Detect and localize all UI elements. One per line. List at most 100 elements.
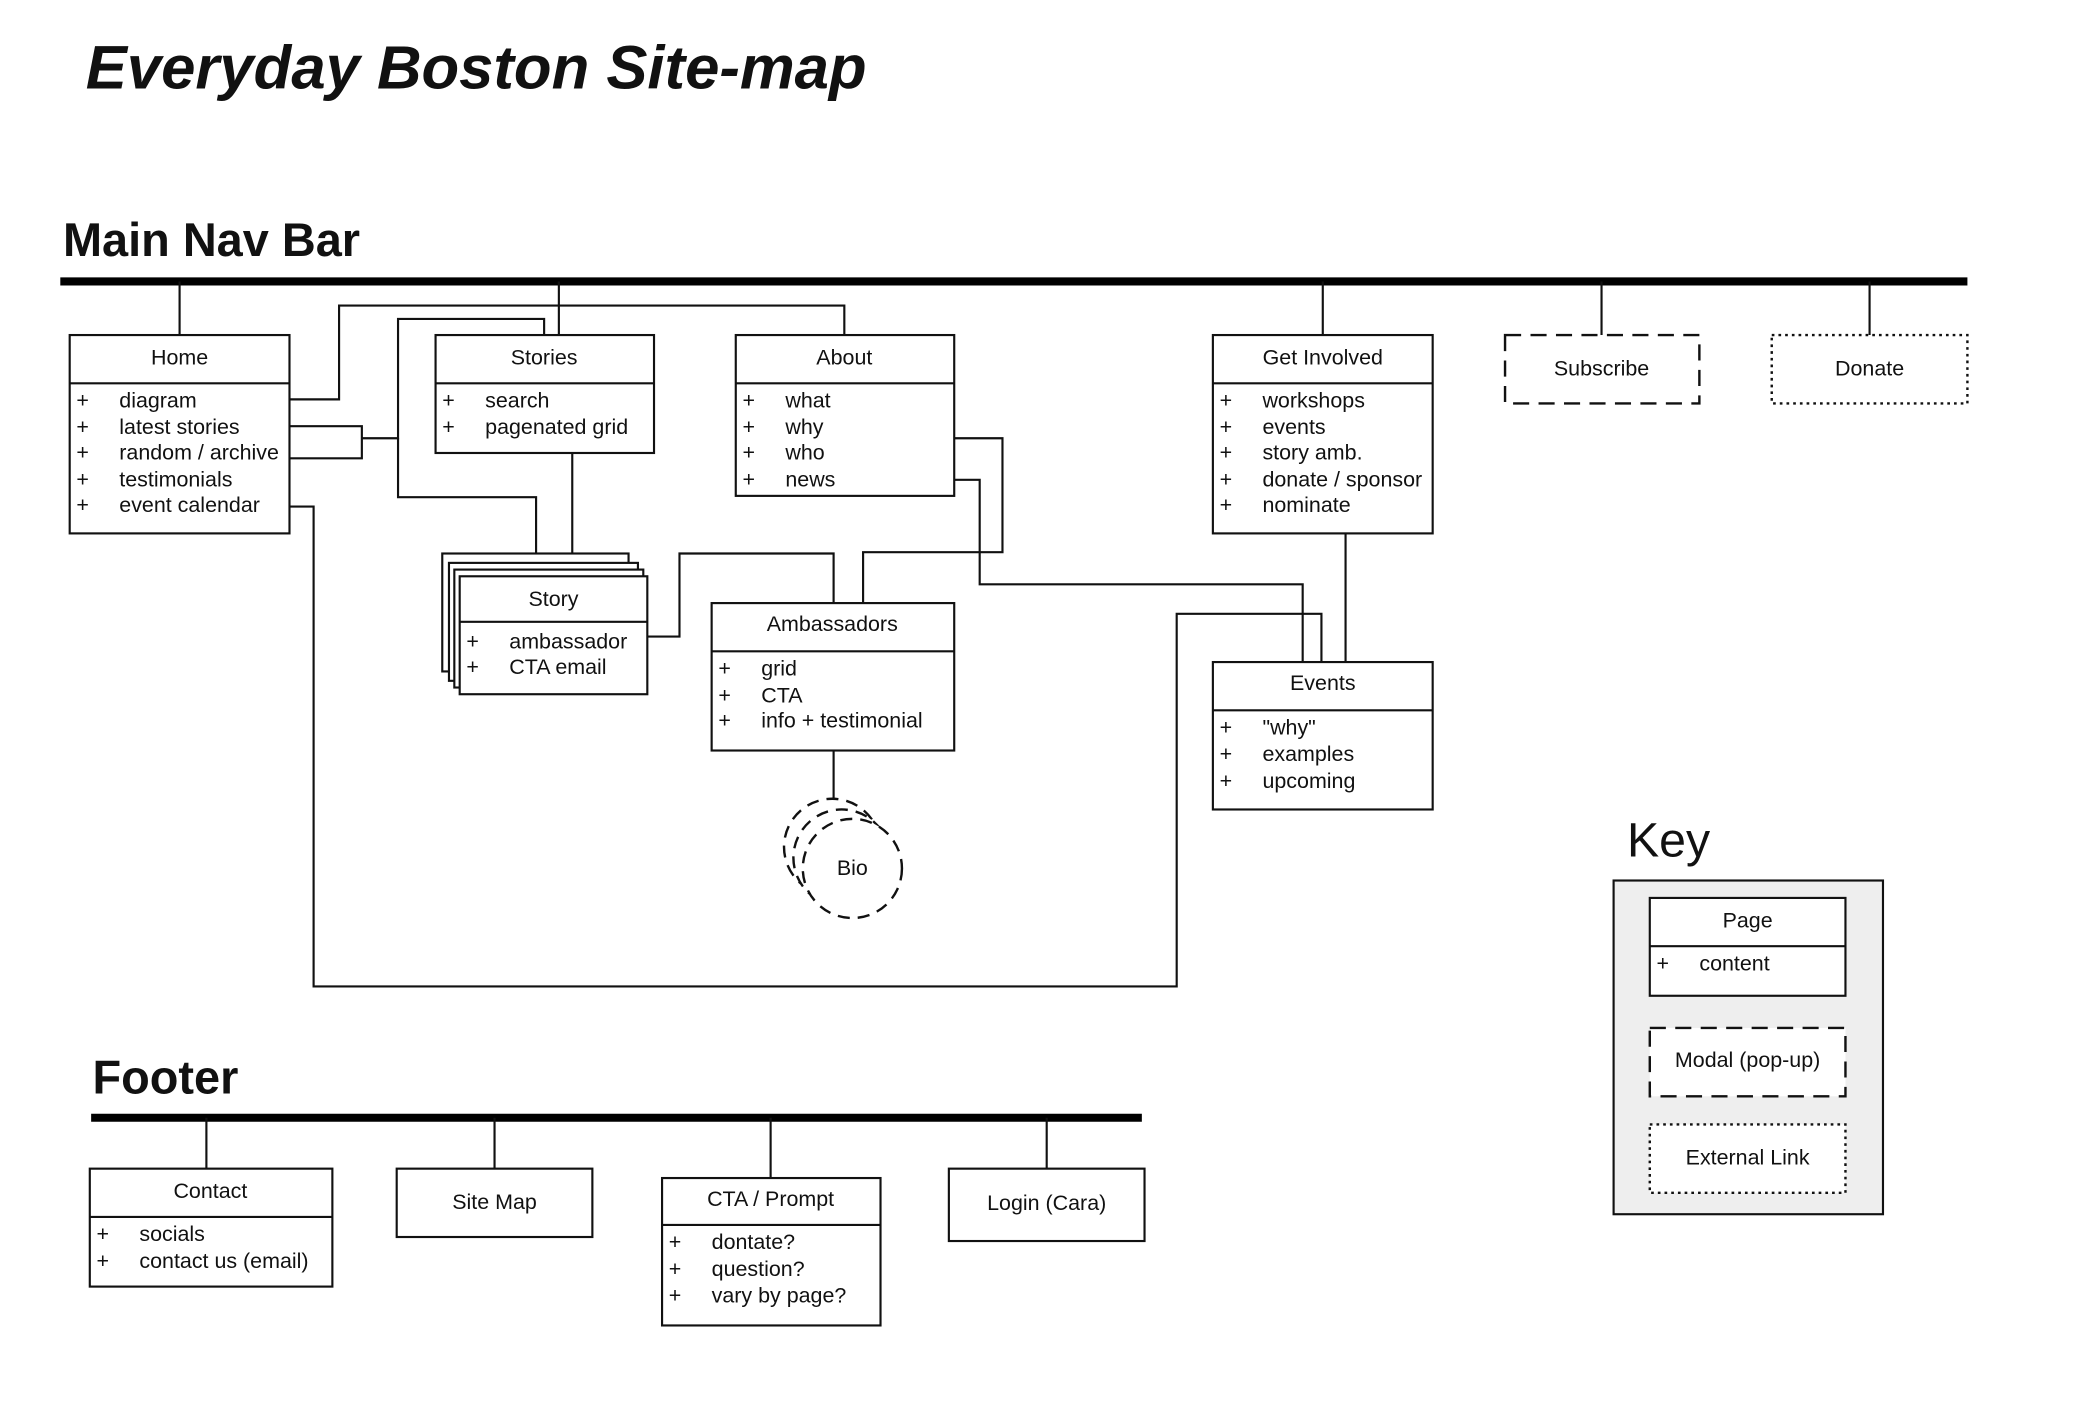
contact-title: Contact [173, 1179, 247, 1203]
bullet-icon: + [466, 655, 479, 679]
main-nav-label: Main Nav Bar [63, 214, 360, 266]
ambassadors-title: Ambassadors [767, 612, 898, 636]
donate-title: Donate [1835, 356, 1904, 380]
ambassadors-item: CTA [761, 683, 803, 707]
key-modal-title: Modal (pop-up) [1675, 1048, 1820, 1072]
get-involved-title: Get Involved [1263, 346, 1383, 370]
cta-prompt-item: vary by page? [712, 1284, 847, 1308]
bullet-icon: + [76, 493, 89, 517]
bullet-icon: + [742, 415, 755, 439]
bullet-icon: + [466, 630, 479, 654]
cta-prompt-item: dontate? [712, 1230, 796, 1254]
site-map-page-node: Site Map [395, 1167, 594, 1239]
bullet-icon: + [1220, 493, 1233, 517]
connector-lines [178, 281, 1871, 1179]
login-title: Login (Cara) [987, 1191, 1106, 1215]
story-title: Story [528, 587, 578, 611]
key-page-sample: Page + content [1648, 896, 1847, 997]
key-modal-sample: Modal (pop-up) [1648, 1026, 1847, 1098]
home-title: Home [151, 346, 208, 370]
get-involved-page-node: Get Involved + workshops + events + stor… [1211, 333, 1434, 535]
get-involved-item: story amb. [1262, 441, 1362, 465]
home-item: diagram [119, 388, 196, 412]
about-title: About [816, 346, 872, 370]
events-title: Events [1290, 671, 1356, 695]
about-item: why [784, 415, 823, 439]
events-item: "why" [1262, 715, 1315, 739]
key-external-title: External Link [1686, 1146, 1810, 1170]
bullet-icon: + [742, 388, 755, 412]
home-item: random / archive [119, 441, 279, 465]
cta-prompt-item: question? [712, 1257, 805, 1281]
ambassadors-item: info + testimonial [761, 709, 922, 733]
home-item: testimonials [119, 467, 232, 491]
events-item: upcoming [1262, 769, 1355, 793]
about-item: news [785, 467, 835, 491]
bullet-icon: + [442, 388, 455, 412]
contact-item: socials [139, 1222, 205, 1246]
story-item: CTA email [509, 655, 606, 679]
get-involved-item: nominate [1262, 493, 1350, 517]
ambassadors-item: grid [761, 656, 797, 680]
login-page-node: Login (Cara) [947, 1167, 1146, 1243]
ambassadors-page-node: Ambassadors + grid + CTA + info + testim… [710, 602, 956, 752]
bullet-icon: + [442, 415, 455, 439]
bullet-icon: + [76, 388, 89, 412]
bullet-icon: + [96, 1249, 109, 1273]
about-page-node: About + what + why + who + news [734, 333, 956, 497]
story-page-node: Story + ambassador + CTA email [441, 552, 649, 696]
key-legend: Key Page + content Modal (pop-up) Extern… [1612, 813, 1885, 1216]
subscribe-title: Subscribe [1554, 356, 1649, 380]
bullet-icon: + [669, 1284, 682, 1308]
about-item: who [784, 441, 824, 465]
footer-label: Footer [92, 1052, 238, 1104]
cta-prompt-title: CTA / Prompt [707, 1187, 834, 1211]
contact-page-node: Contact + socials + contact us (email) [88, 1167, 334, 1288]
bullet-icon: + [742, 441, 755, 465]
bullet-icon: + [76, 441, 89, 465]
bullet-icon: + [1220, 769, 1233, 793]
donate-external-node: Donate [1770, 333, 1969, 405]
get-involved-item: donate / sponsor [1262, 467, 1422, 491]
bio-title: Bio [837, 856, 868, 880]
bullet-icon: + [76, 467, 89, 491]
bullet-icon: + [1220, 388, 1233, 412]
home-item: event calendar [119, 493, 260, 517]
bullet-icon: + [718, 683, 731, 707]
key-page-item: content [1699, 951, 1769, 975]
get-involved-item: events [1262, 415, 1325, 439]
subscribe-modal-node: Subscribe [1503, 333, 1701, 405]
page-title: Everyday Boston Site-map [86, 33, 867, 102]
stories-item: pagenated grid [485, 415, 628, 439]
cta-prompt-page-node: CTA / Prompt + dontate? + question? + va… [660, 1176, 882, 1327]
events-item: examples [1262, 742, 1354, 766]
get-involved-item: workshops [1261, 388, 1364, 412]
events-page-node: Events + "why" + examples + upcoming [1211, 660, 1434, 811]
key-page-title: Page [1723, 908, 1773, 932]
stories-title: Stories [511, 346, 578, 370]
key-label: Key [1627, 813, 1711, 867]
about-item: what [784, 388, 830, 412]
key-external-sample: External Link [1648, 1123, 1847, 1194]
contact-item: contact us (email) [139, 1249, 308, 1273]
bullet-icon: + [742, 467, 755, 491]
stories-item: search [485, 388, 549, 412]
site-map-title: Site Map [452, 1190, 537, 1214]
home-item: latest stories [119, 415, 239, 439]
bullet-icon: + [96, 1222, 109, 1246]
bullet-icon: + [718, 656, 731, 680]
bullet-icon: + [669, 1257, 682, 1281]
bullet-icon: + [1220, 467, 1233, 491]
bullet-icon: + [1220, 441, 1233, 465]
home-page-node: Home + diagram + latest stories + random… [68, 333, 291, 535]
stories-page-node: Stories + search + pagenated grid [434, 333, 656, 455]
bullet-icon: + [1656, 951, 1669, 975]
bullet-icon: + [76, 415, 89, 439]
bullet-icon: + [1220, 715, 1233, 739]
bullet-icon: + [1220, 742, 1233, 766]
bio-modal-node: Bio [782, 797, 904, 920]
bullet-icon: + [718, 709, 731, 733]
bullet-icon: + [669, 1230, 682, 1254]
bullet-icon: + [1220, 415, 1233, 439]
